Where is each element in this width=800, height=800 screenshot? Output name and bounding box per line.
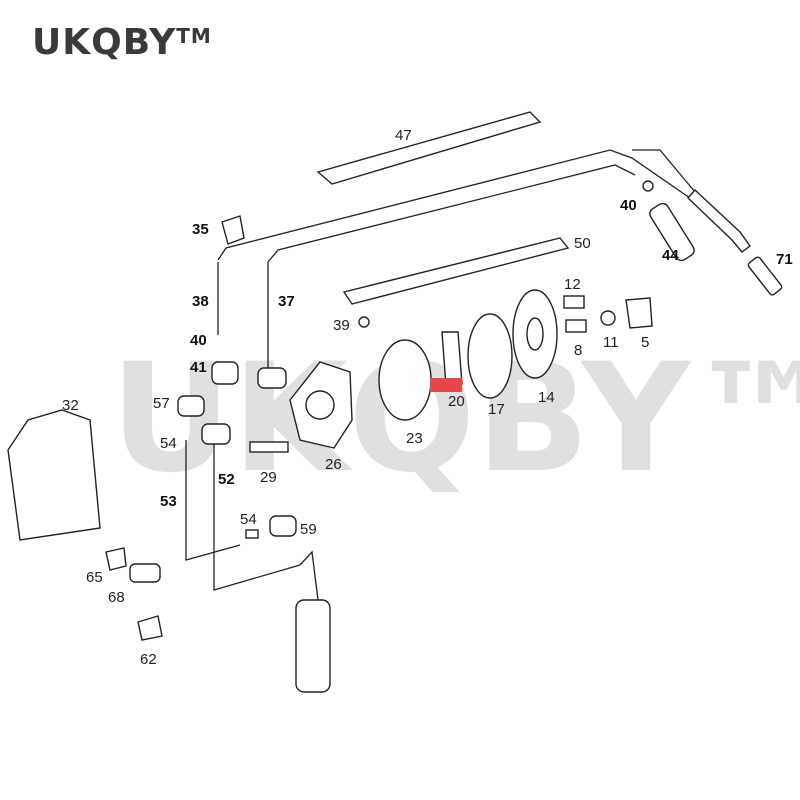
distributor-cap-23 bbox=[378, 339, 432, 421]
plug-boot-41 bbox=[211, 361, 239, 385]
cover-center bbox=[526, 317, 544, 351]
label-40-top: 40 bbox=[620, 197, 637, 214]
rotor-20 bbox=[441, 331, 463, 387]
label-12: 12 bbox=[564, 276, 581, 293]
label-37: 37 bbox=[278, 293, 295, 310]
coil-lead bbox=[299, 550, 319, 601]
label-14: 14 bbox=[538, 389, 555, 406]
bolt-8 bbox=[565, 319, 587, 333]
brand-trademark: TM bbox=[176, 24, 212, 48]
label-40-left: 40 bbox=[190, 332, 207, 349]
label-65: 65 bbox=[86, 569, 103, 586]
plug-boot-57 bbox=[177, 395, 205, 417]
gasket-17 bbox=[467, 313, 513, 399]
label-44: 44 bbox=[662, 247, 679, 264]
ignition-wire-harness bbox=[217, 149, 701, 370]
brand-logo: UKQBYTM bbox=[32, 22, 212, 63]
label-29: 29 bbox=[260, 469, 277, 486]
label-71: 71 bbox=[776, 251, 793, 268]
label-62: 62 bbox=[140, 651, 157, 668]
label-38: 38 bbox=[192, 293, 209, 310]
brand-name: UKQBY bbox=[32, 22, 177, 63]
washer-11 bbox=[600, 310, 616, 326]
bolt-12 bbox=[563, 295, 585, 309]
bracket-5 bbox=[625, 297, 653, 329]
label-57: 57 bbox=[153, 395, 170, 412]
plug-boot-59 bbox=[269, 515, 297, 537]
clamp-62 bbox=[137, 615, 163, 641]
label-50: 50 bbox=[574, 235, 591, 252]
label-39: 39 bbox=[333, 317, 350, 334]
wire-bracket-47 bbox=[316, 111, 542, 185]
bolt-29 bbox=[249, 441, 289, 453]
label-32: 32 bbox=[62, 397, 79, 414]
label-20: 20 bbox=[448, 393, 465, 410]
label-54-upper: 54 bbox=[160, 435, 177, 452]
label-5: 5 bbox=[641, 334, 649, 351]
clamp-68 bbox=[129, 563, 161, 583]
label-59: 59 bbox=[300, 521, 317, 538]
plug-boot-52 bbox=[201, 423, 231, 445]
spark-plug bbox=[747, 256, 783, 296]
nut-39 bbox=[358, 316, 370, 328]
label-54-lower: 54 bbox=[240, 511, 257, 528]
label-47: 47 bbox=[395, 127, 412, 144]
small-nut bbox=[642, 180, 654, 192]
spark-plug-lead bbox=[687, 188, 751, 253]
clamp-65 bbox=[105, 547, 127, 571]
label-26: 26 bbox=[325, 456, 342, 473]
label-11: 11 bbox=[603, 334, 619, 351]
label-17: 17 bbox=[488, 401, 505, 418]
cover-32 bbox=[7, 409, 101, 541]
label-68: 68 bbox=[108, 589, 125, 606]
label-23: 23 bbox=[406, 430, 423, 447]
label-53: 53 bbox=[160, 493, 177, 510]
label-52: 52 bbox=[218, 471, 235, 488]
terminal-54b bbox=[245, 529, 259, 539]
wire-clip-35 bbox=[221, 215, 245, 245]
plug-connector bbox=[649, 202, 695, 262]
ignition-coil bbox=[295, 599, 331, 693]
plug-boot-37 bbox=[257, 367, 287, 389]
highlight-marker bbox=[430, 378, 462, 392]
label-35: 35 bbox=[192, 221, 209, 238]
housing-hub bbox=[305, 390, 335, 420]
lower-wire-harness bbox=[185, 440, 301, 591]
label-8: 8 bbox=[574, 342, 582, 359]
label-41: 41 bbox=[190, 359, 207, 376]
wire-bracket-50 bbox=[342, 237, 570, 305]
